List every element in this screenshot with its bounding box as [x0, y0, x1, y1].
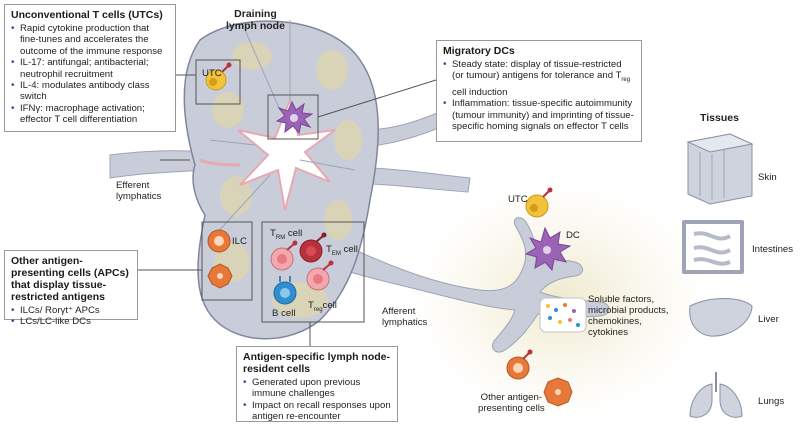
trm-label: TRM cell	[270, 228, 302, 244]
vessel-right-mid	[371, 167, 471, 193]
follicle	[220, 176, 252, 216]
lungs-icon	[689, 372, 743, 418]
liver-icon	[689, 298, 753, 337]
resident-info-box: Antigen-specific lymph node-resident cel…	[236, 346, 398, 422]
treg-label-main: T	[308, 300, 314, 311]
apc-box-item: LCs/LC-like DCs	[11, 316, 131, 328]
trabeculae	[209, 20, 356, 236]
tissues-title: Tissues	[700, 112, 739, 124]
t-cell-icon	[270, 240, 298, 271]
utc-tissue-label: UTC	[508, 194, 528, 205]
soluble-label: Soluble factors, microbial products, che…	[588, 294, 669, 338]
dc-box-list: Steady state: display of tissue-restrict…	[443, 59, 635, 132]
medulla-channel	[199, 158, 241, 167]
follicle	[316, 50, 348, 90]
dc-box-title: Migratory DCs	[443, 45, 515, 57]
follicle	[212, 92, 244, 128]
utc-box-item: IL-4: modulates antibody class switch	[11, 80, 169, 103]
lymph-node-title: Draining lymph node	[226, 8, 285, 32]
apc-box-list: ILCs/ Rorγt⁺ APCs LCs/LC-like DCs	[11, 305, 131, 328]
tissue-label-lungs: Lungs	[758, 396, 785, 407]
dc-info-box: Migratory DCs Steady state: display of t…	[436, 40, 642, 142]
apc-inset	[201, 221, 253, 301]
utc-box-list: Rapid cytokine production that fine-tune…	[11, 23, 169, 126]
t-cell-icon	[306, 260, 334, 291]
efferent-vessel	[109, 150, 206, 179]
tem-label: TEM cell	[326, 244, 358, 260]
intestines-icon	[682, 220, 744, 274]
utc-box-item: IFNγ: macrophage activation; effector T …	[11, 103, 169, 126]
b-cell-icon	[273, 276, 297, 305]
utc-box-title: Unconventional T cells (UTCs)	[11, 9, 163, 21]
resident-box-list: Generated upon previous immune challenge…	[243, 377, 391, 423]
follicle	[334, 120, 362, 160]
ilc-label: ILC	[232, 236, 247, 247]
follicle	[232, 42, 272, 70]
skin-icon	[686, 133, 754, 205]
utc-info-box: Unconventional T cells (UTCs) Rapid cyto…	[4, 4, 176, 132]
utc-label: UTC	[202, 68, 222, 79]
utc-inset	[195, 59, 241, 105]
treg-label: Tregcell	[308, 300, 337, 316]
apc-box-title: Other antigen-presenting cells (APCs) th…	[11, 255, 129, 303]
resident-box-item: Impact on recall responses upon antigen …	[243, 400, 391, 423]
trm-label-sub: RM	[275, 234, 286, 241]
dc-box-item: Steady state: display of tissue-restrict…	[443, 59, 635, 98]
resident-inset	[261, 221, 365, 323]
dc-cell-icon	[275, 100, 314, 135]
ilc-cell-icon	[207, 229, 231, 253]
utc-box-item: Rapid cytokine production that fine-tune…	[11, 23, 169, 57]
dc-tissue-label: DC	[566, 230, 580, 241]
utc-cell-icon	[525, 187, 553, 218]
tem-label-sub: EM	[331, 250, 341, 257]
resident-box-title: Antigen-specific lymph node-resident cel…	[243, 351, 391, 375]
utc-cell-icon	[205, 62, 232, 91]
trm-label-main: T	[270, 228, 276, 239]
tissue-label-skin: Skin	[758, 172, 777, 183]
afferent-label: Afferent lymphatics	[382, 306, 428, 328]
other-apc-label: Other antigen- presenting cells	[478, 392, 545, 414]
connector-dc	[317, 79, 437, 118]
t-cell-icon	[299, 232, 327, 263]
resident-box-item: Generated upon previous immune challenge…	[243, 377, 391, 400]
ilc-cell-icon	[506, 349, 533, 380]
dc-box-item-text: Steady state: display of tissue-restrict…	[452, 59, 631, 98]
trm-label-tail: cell	[285, 228, 303, 239]
apc-cell-icon	[207, 263, 233, 289]
afferent-vessel	[349, 217, 610, 353]
medulla	[237, 96, 336, 211]
apc-info-box: Other antigen-presenting cells (APCs) th…	[4, 250, 138, 328]
soluble-factors-icon	[539, 297, 587, 333]
efferent-label: Efferent lymphatics	[116, 180, 162, 202]
treg-label-tail: cell	[322, 300, 337, 311]
tissue-label-intestines: Intestines	[752, 244, 794, 255]
tem-label-main: T	[326, 244, 332, 255]
apc-box-item: ILCs/ Rorγt⁺ APCs	[11, 305, 131, 317]
bcell-label: B cell	[272, 308, 296, 319]
follicle	[324, 200, 352, 240]
dc-cell-icon	[524, 226, 572, 272]
treg-label-sub: reg	[313, 306, 323, 313]
utc-box-item: IL-17: antifungal; antibacterial; neutro…	[11, 57, 169, 80]
tissue-label-liver: Liver	[758, 314, 779, 325]
dc-box-item: Inflammation: tissue-specific autoimmuni…	[443, 98, 635, 132]
tem-label-tail: cell	[340, 244, 358, 255]
apc-cell-icon	[543, 377, 573, 407]
